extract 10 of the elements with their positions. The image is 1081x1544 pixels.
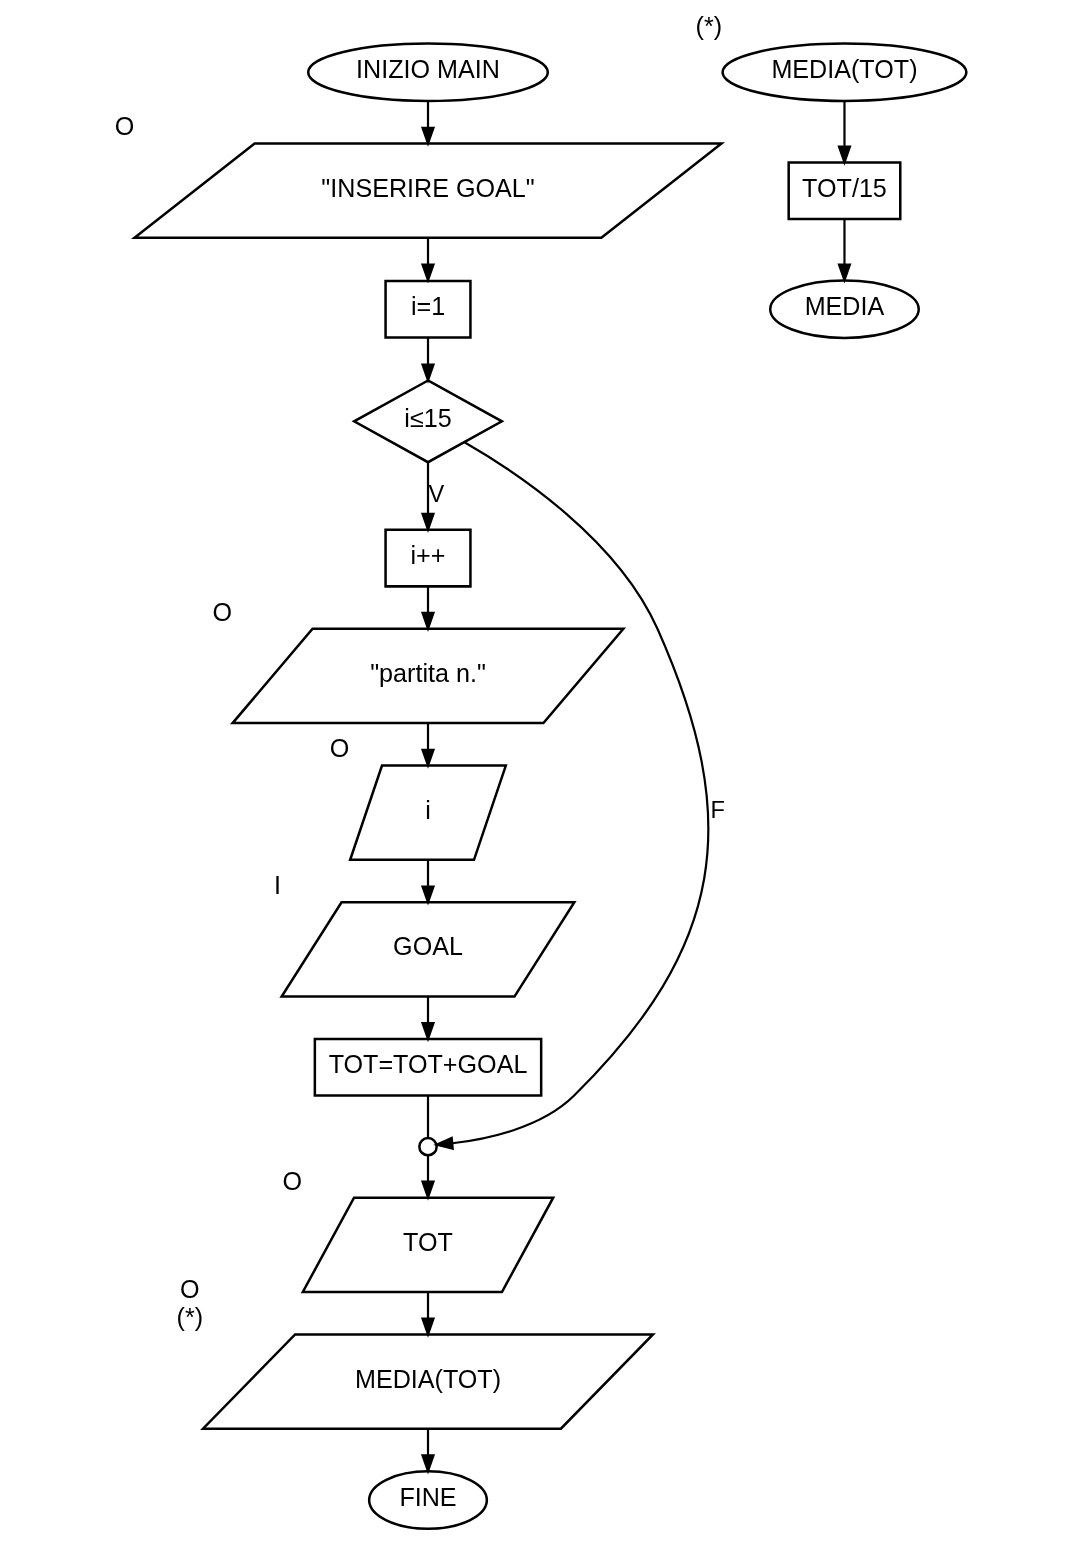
node-label: O [180,1274,200,1303]
node-label: O [329,734,350,763]
node-label: O [212,597,233,626]
edge-label: F [710,797,725,824]
node-label: O [114,112,135,141]
node-label: O [282,1166,303,1195]
node-label: I [273,871,281,900]
edge-label: V [428,480,445,507]
node-label: (*) [695,12,723,41]
node-label: (*) [176,1303,204,1332]
